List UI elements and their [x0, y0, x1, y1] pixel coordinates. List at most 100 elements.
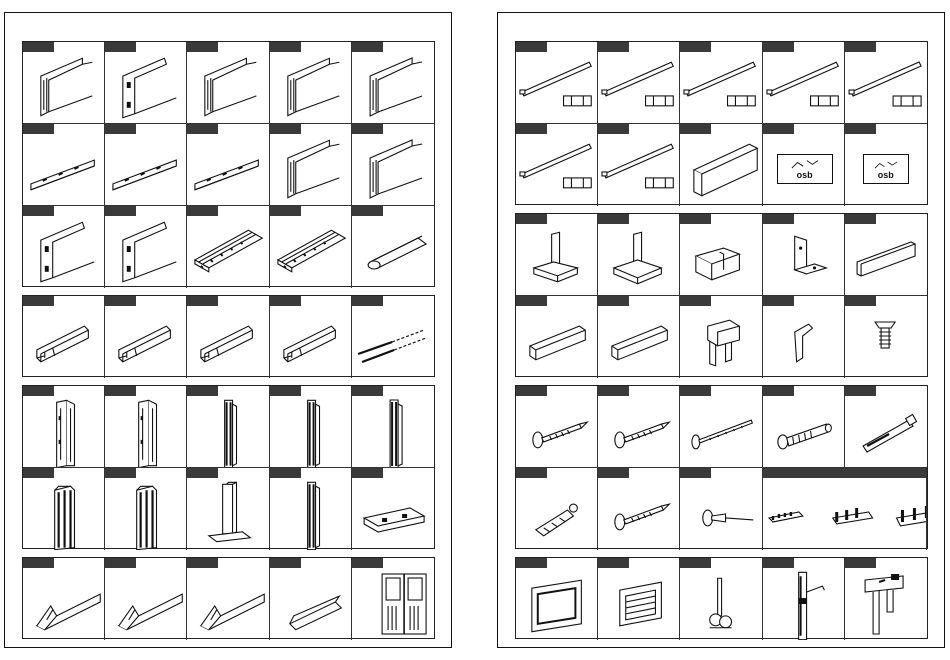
part-number-tab — [187, 468, 218, 478]
part-number-tab — [23, 206, 54, 216]
door-lock-bar-icon — [763, 568, 844, 640]
part-number-tab — [23, 42, 54, 52]
notched-panel-icon — [105, 52, 186, 124]
part-cell — [680, 296, 762, 378]
base-track-icon — [352, 478, 434, 550]
osb-label: osb — [864, 170, 908, 180]
gable-beam-icon — [23, 568, 104, 640]
part-cell — [23, 206, 105, 288]
channel-profile-icon — [187, 306, 268, 378]
notched-panel-icon — [105, 216, 186, 288]
part-cell — [516, 558, 598, 640]
part-cell — [680, 42, 762, 124]
parts-block — [515, 385, 928, 549]
square-tube-icon — [598, 306, 679, 378]
part-number-tab — [352, 124, 383, 134]
part-cell — [516, 468, 598, 550]
part-cell — [680, 124, 762, 206]
part-cell — [270, 468, 352, 550]
tongue-groove-panel-icon — [270, 52, 351, 124]
part-number-tab — [680, 468, 711, 478]
part-cell — [845, 42, 927, 124]
slotted-rail-icon — [105, 134, 186, 206]
vertical-profile-icon — [187, 396, 268, 468]
part-cell — [680, 468, 762, 550]
door-handle-icon — [680, 568, 761, 640]
part-number-tab — [105, 42, 136, 52]
part-number-tab — [270, 386, 301, 396]
part-cell — [270, 558, 352, 640]
part-number-tab — [680, 124, 711, 134]
vertical-profile-icon — [270, 478, 351, 550]
double-door-icon — [352, 568, 434, 640]
part-number-tab — [680, 558, 711, 568]
angle-bracket-icon — [763, 224, 844, 296]
part-number-tab — [598, 296, 629, 306]
tongue-groove-panel-icon — [23, 52, 104, 124]
part-number-tab — [23, 558, 54, 568]
t-connector-icon — [516, 224, 597, 296]
part-cell — [23, 386, 105, 468]
part-number-tab — [23, 124, 54, 134]
part-cell — [845, 558, 927, 640]
part-number-tab — [352, 206, 383, 216]
part-cell — [352, 124, 434, 206]
part-number-tab — [105, 296, 136, 306]
part-cell — [23, 124, 105, 206]
part-number-tab — [680, 214, 711, 224]
part-number-tab — [763, 296, 794, 306]
tongue-groove-panel-icon — [352, 52, 434, 124]
part-cell — [598, 42, 680, 124]
part-cell — [105, 124, 187, 206]
part-cell — [352, 386, 434, 468]
part-cell — [516, 214, 598, 296]
part-cell — [270, 42, 352, 124]
part-number-tab — [187, 558, 218, 568]
part-number-tab — [105, 558, 136, 568]
drill-bits-icon — [352, 306, 434, 378]
part-number-tab — [105, 206, 136, 216]
ridge-profile-icon — [352, 216, 434, 288]
part-number-tab — [845, 386, 876, 396]
part-cell — [680, 214, 762, 296]
part-number-tab — [845, 214, 876, 224]
part-cell — [23, 558, 105, 640]
part-cell — [680, 558, 762, 640]
part-cell — [598, 214, 680, 296]
parts-block — [22, 41, 435, 287]
gable-beam-icon — [187, 568, 268, 640]
part-number-tab — [680, 386, 711, 396]
part-cell — [516, 296, 598, 378]
part-number-tab — [270, 42, 301, 52]
parts-block — [515, 557, 928, 639]
part-cell — [598, 296, 680, 378]
part-cell — [105, 468, 187, 550]
part-cell — [187, 206, 269, 288]
part-cell — [187, 124, 269, 206]
part-number-tab — [763, 558, 794, 568]
latch-assembly-icon — [845, 568, 927, 640]
part-number-tab — [270, 206, 301, 216]
part-number-tab — [763, 214, 794, 224]
part-number-tab — [598, 386, 629, 396]
part-number-tab — [516, 468, 547, 478]
part-cell — [270, 206, 352, 288]
part-number-tab — [516, 558, 547, 568]
part-cell — [845, 214, 927, 296]
part-cell — [516, 386, 598, 468]
part-cell: osb — [845, 124, 927, 206]
part-number-tab — [598, 468, 629, 478]
corner-post-icon — [23, 396, 104, 468]
long-rail-with-profile-icon — [763, 52, 844, 124]
hinge-strip-set-icon — [763, 478, 926, 550]
part-number-tab — [352, 468, 383, 478]
part-cell — [763, 386, 845, 468]
square-tube-icon — [516, 306, 597, 378]
part-cell — [763, 468, 927, 550]
part-number-tab — [23, 386, 54, 396]
part-cell — [23, 42, 105, 124]
anchor-bolt-icon — [763, 396, 844, 468]
vertical-profile-icon — [352, 396, 434, 468]
self-drilling-screw-icon — [598, 478, 679, 550]
part-cell — [187, 468, 269, 550]
